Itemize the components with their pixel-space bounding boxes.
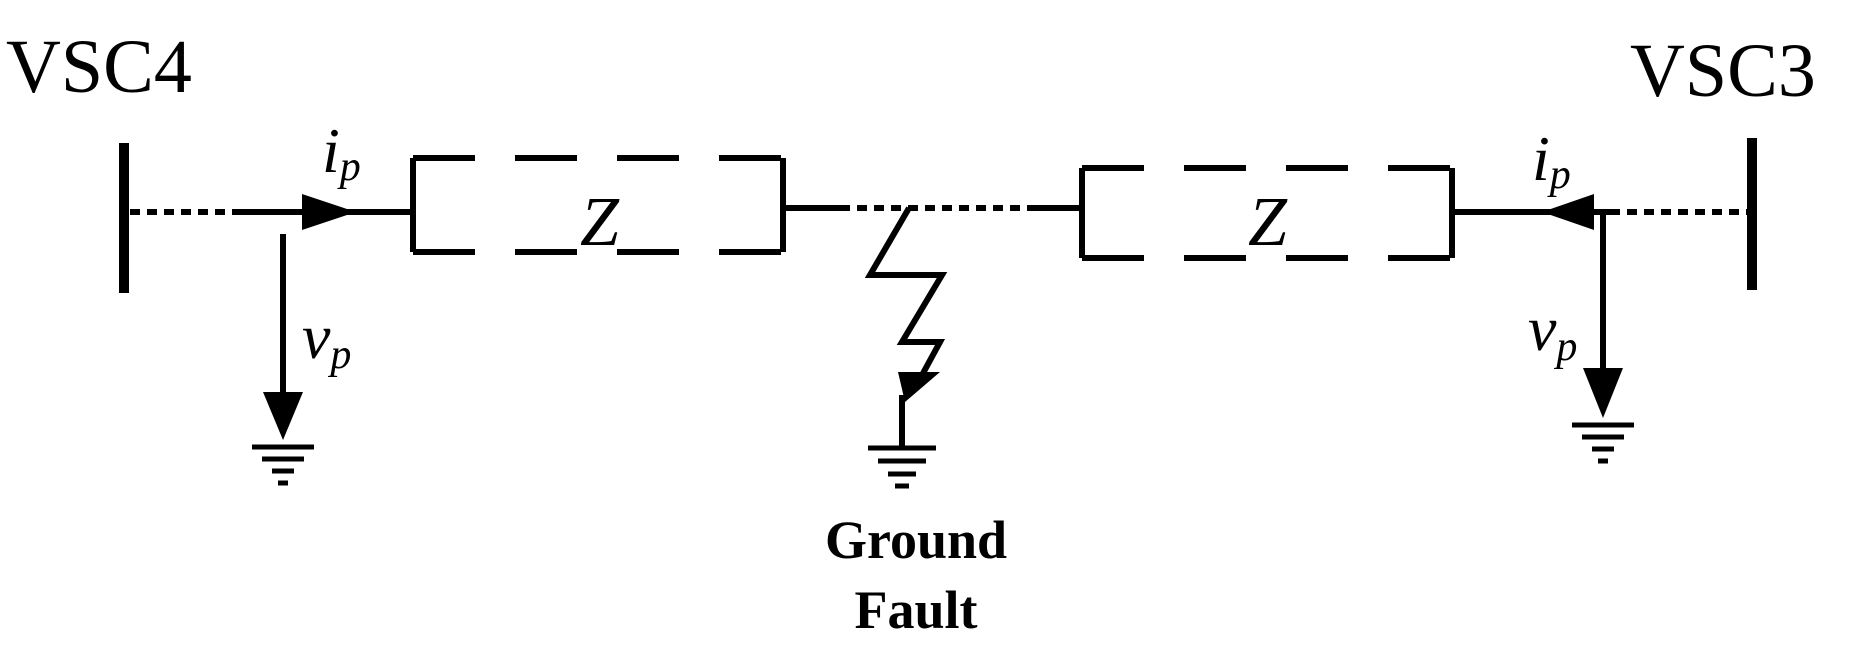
voltage-label-right: vp (1528, 293, 1577, 370)
ground-icon-fault (868, 445, 936, 489)
current-label-left: ip (322, 115, 361, 190)
voltage-arrow-left (263, 392, 303, 440)
current-label-right: ip (1532, 123, 1571, 198)
fault-caption-line2: Fault (854, 580, 977, 640)
fault-zigzag (864, 206, 948, 390)
bus-label-vsc3: VSC3 (1630, 29, 1816, 113)
impedance-label-right: Z (1248, 184, 1288, 261)
fault-caption-line1: Ground (825, 510, 1007, 570)
voltage-label-left: vp (302, 301, 351, 378)
ground-icon-right (1572, 422, 1634, 464)
ground-icon-left (252, 444, 314, 486)
impedance-label-left: Z (580, 184, 620, 261)
fault-arrow (898, 372, 940, 402)
voltage-arrow-right (1583, 368, 1623, 418)
current-arrow-left (302, 194, 356, 230)
current-arrow-right (1542, 194, 1594, 230)
bus-label-vsc4: VSC4 (6, 25, 192, 109)
